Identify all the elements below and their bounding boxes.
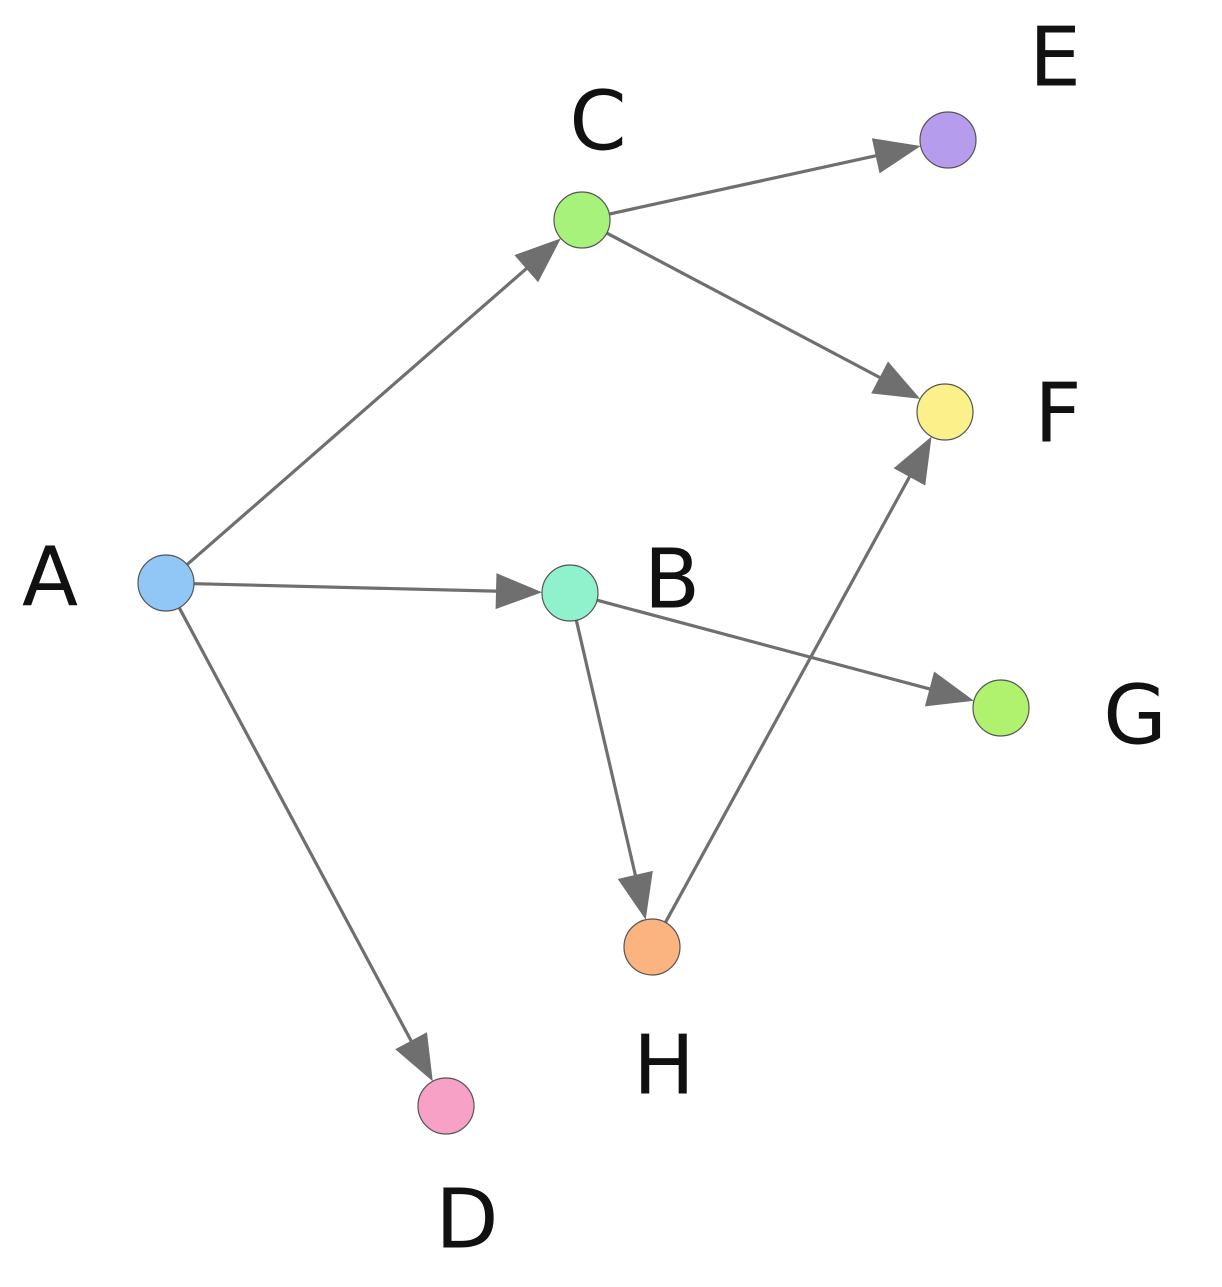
node-label-H: H: [633, 1019, 695, 1114]
node-label-B: B: [644, 533, 700, 628]
edge-line: [574, 619, 638, 880]
labels-layer: A B C D E F G H: [22, 11, 1167, 1268]
edge-line: [664, 472, 913, 924]
edge-A-B: [193, 573, 543, 610]
arrowhead: [495, 573, 543, 610]
arrowhead: [871, 361, 921, 399]
edge-line: [606, 231, 884, 381]
node-A: [137, 554, 195, 612]
arrowhead: [924, 671, 974, 707]
node-E: [919, 111, 977, 169]
node-label-G: G: [1103, 669, 1167, 764]
node-G: [972, 679, 1030, 737]
arrowhead: [871, 138, 921, 174]
node-label-F: F: [1034, 367, 1081, 462]
node-label-A: A: [22, 531, 78, 626]
edges-layer: [177, 138, 974, 1082]
node-F: [916, 383, 974, 441]
edge-C-E: [609, 138, 921, 216]
arrowhead: [395, 1032, 433, 1082]
edge-H-F: [664, 436, 932, 924]
node-B: [541, 564, 599, 622]
edge-line: [177, 606, 415, 1046]
edge-line: [609, 153, 880, 216]
edge-line: [186, 264, 531, 566]
edge-C-F: [606, 231, 921, 399]
node-C: [553, 191, 611, 249]
node-label-C: C: [569, 75, 626, 170]
node-label-E: E: [1029, 11, 1081, 106]
edge-B-H: [574, 619, 653, 920]
edge-A-C: [186, 238, 561, 566]
node-D: [417, 1077, 475, 1135]
arrowhead: [514, 238, 561, 283]
arrowhead: [893, 436, 932, 486]
node-H: [623, 918, 681, 976]
arrowhead: [617, 870, 653, 920]
edge-line: [596, 598, 934, 692]
edge-line: [193, 582, 501, 593]
edge-B-G: [596, 598, 974, 707]
edge-A-D: [177, 606, 433, 1082]
nodes-layer: [137, 111, 1030, 1135]
node-label-D: D: [435, 1173, 498, 1268]
